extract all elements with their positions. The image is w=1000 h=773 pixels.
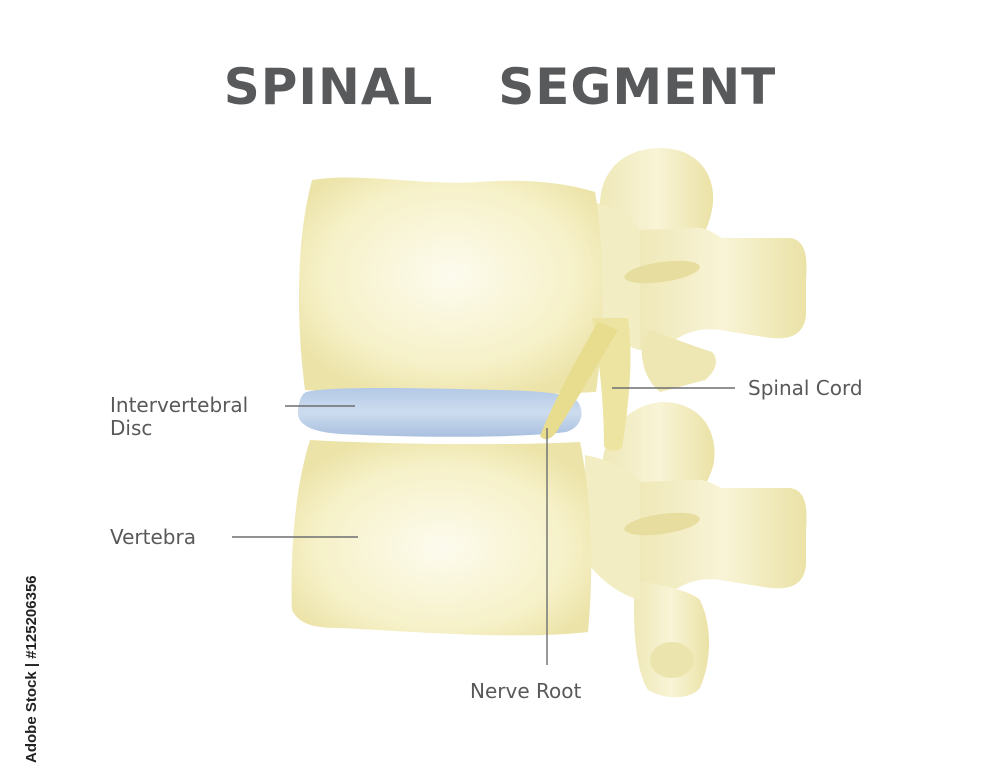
label-intervertebral-disc: Intervertebral Disc — [110, 394, 248, 440]
upper-transverse-process — [640, 227, 807, 350]
label-intervertebral-disc-line1: Intervertebral — [110, 393, 249, 417]
label-spinal-cord: Spinal Cord — [748, 376, 863, 400]
page-title: SPINAL SEGMENT — [223, 58, 777, 116]
upper-facet-shadow — [624, 260, 700, 284]
lower-vertebra-processes — [585, 402, 807, 698]
stock-watermark: Adobe Stock | #125206356 — [8, 538, 40, 763]
lower-vertebral-body — [291, 440, 592, 636]
nerve-root — [540, 322, 618, 440]
label-nerve-root: Nerve Root — [470, 679, 582, 703]
spinous-shadow — [650, 642, 694, 678]
leader-lines — [232, 387, 735, 665]
upper-inferior-process — [641, 330, 716, 392]
lower-pedicle — [585, 455, 640, 600]
label-vertebra: Vertebra — [110, 525, 196, 549]
label-intervertebral-disc-line2: Disc — [110, 416, 153, 440]
lower-spinous-process — [634, 580, 709, 698]
lower-transverse-process — [640, 479, 807, 600]
upper-vertebral-body — [298, 177, 603, 395]
lower-facet-shadow — [624, 512, 700, 536]
intervertebral-disc — [297, 388, 582, 437]
stock-watermark-text: Adobe Stock | #125206356 — [23, 575, 40, 763]
